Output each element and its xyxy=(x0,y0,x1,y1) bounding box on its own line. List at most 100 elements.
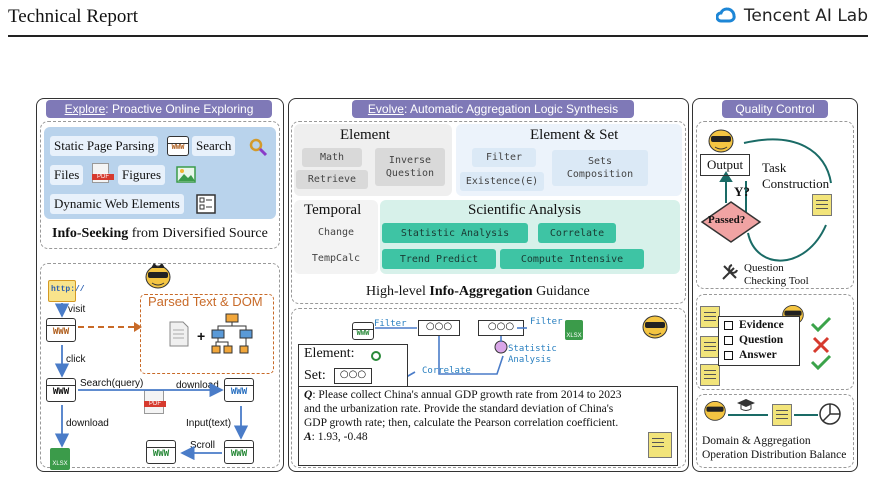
www-node-2: WWW xyxy=(46,378,76,402)
source-search: Search xyxy=(192,136,236,156)
explore-flow-region xyxy=(40,263,280,468)
report-title: Technical Report xyxy=(8,6,139,27)
temporal-heading: Temporal xyxy=(304,202,362,218)
agent-mascot-icon xyxy=(145,263,171,289)
example-arrows xyxy=(375,327,527,381)
example-filter-1: Filter xyxy=(374,319,407,329)
op-math: Math xyxy=(302,148,362,167)
a-label: A xyxy=(304,431,312,443)
document-icon xyxy=(169,321,189,347)
quality-balance-region xyxy=(696,394,854,468)
quality-title: Quality Control xyxy=(722,100,828,118)
example-xlsx-icon: XLSX xyxy=(565,320,583,340)
tencent-logo-icon xyxy=(715,7,736,23)
element-heading: Element xyxy=(340,127,390,143)
balance-mascot-icon xyxy=(704,401,726,421)
checklist-items: Evidence Question Answer xyxy=(724,318,784,363)
op-compute-intensive: Compute Intensive xyxy=(500,249,644,269)
op-existence: Existence(∈) xyxy=(460,172,544,191)
aggregation-bold: Info-Aggregation xyxy=(429,284,533,299)
legend-set-icon: ○○○ xyxy=(334,368,372,384)
legend-set-label: Set: xyxy=(304,368,326,383)
example-www-icon: WWW xyxy=(352,322,374,340)
www-node-1: WWW xyxy=(46,318,76,342)
op-sets-composition: Sets Composition xyxy=(552,150,648,186)
info-seeking-rest: from Diversified Source xyxy=(128,226,268,241)
pie-chart-icon xyxy=(819,403,841,425)
question-checking-label: Question Checking Tool xyxy=(744,262,809,287)
dom-tree-icon xyxy=(211,313,253,354)
quality-loop-region xyxy=(696,121,854,289)
legend-element-label: Element: xyxy=(304,346,355,361)
check-result-icons xyxy=(810,316,832,370)
form-elements-icon xyxy=(196,194,216,214)
explore-sources-region xyxy=(40,121,280,249)
aggregation-suffix: Guidance xyxy=(532,284,590,299)
example-correlate-label: Correlate xyxy=(422,366,471,376)
visit-label: visit xyxy=(68,304,86,315)
temporal-group xyxy=(294,200,378,274)
download-label-1: download xyxy=(176,380,219,391)
quality-checks-region xyxy=(696,294,854,390)
tools-icon xyxy=(722,264,738,280)
explore-title-rest: : Proactive Online Exploring xyxy=(105,102,254,116)
parsed-text-label: Parsed Text & DOM xyxy=(148,294,263,309)
op-change: Change xyxy=(317,227,355,238)
www-node-4: WWW xyxy=(146,440,176,464)
op-retrieve: Retrieve xyxy=(296,170,368,189)
example-set-1: ○○○ xyxy=(418,320,460,336)
explore-flow-arrows xyxy=(54,303,249,461)
source-files: Files xyxy=(50,165,84,185)
input-text-label: Input(text) xyxy=(186,418,232,429)
www-node-5: WWW xyxy=(224,440,254,464)
op-inverse-question: Inverse Question xyxy=(375,148,445,186)
check-note-3-icon xyxy=(700,364,720,386)
q-label: Q xyxy=(304,389,313,401)
source-dynamic: Dynamic Web Elements xyxy=(50,194,184,214)
evolve-title-keyword: Evolve xyxy=(367,102,404,116)
info-aggregation-caption: High-level Info-Aggregation Guidance xyxy=(366,284,590,300)
info-seeking-bold: Info-Seeking xyxy=(52,226,129,241)
qa-text: Q: Please collect China's annual GDP gro… xyxy=(304,388,638,444)
balance-label: Domain & Aggregation Operation Distribut… xyxy=(702,435,847,461)
passed-diamond xyxy=(700,201,762,243)
plus-sign: + xyxy=(197,328,206,344)
balance-sticky-note-icon xyxy=(772,404,792,426)
search-query-label: Search(query) xyxy=(80,378,144,389)
http-address-bar: http:// xyxy=(48,280,85,302)
op-trend-predict: Trend Predict xyxy=(382,249,496,269)
web-page-icon: WWW xyxy=(167,136,189,156)
answer-text: : 1.93, -0.48 xyxy=(311,431,368,443)
quality-sticky-note-icon xyxy=(812,194,832,216)
source-figures: Figures xyxy=(118,165,165,185)
output-box: Output xyxy=(700,154,750,176)
evolve-logic-region xyxy=(291,121,686,304)
evolve-example-region xyxy=(291,308,686,468)
scientific-heading: Scientific Analysis xyxy=(468,202,581,218)
element-set-heading: Element & Set xyxy=(530,127,619,143)
click-label: click xyxy=(66,354,86,365)
passed-label: Passed? xyxy=(708,214,746,226)
parse-dashed-arrow xyxy=(78,322,142,332)
scroll-label: Scroll xyxy=(190,440,216,451)
op-tempcalc: TempCalc xyxy=(311,253,361,264)
pdf-file-icon xyxy=(92,163,114,183)
evolve-title-rest: : Automatic Aggregation Logic Synthesis xyxy=(403,102,619,116)
magnifier-icon xyxy=(249,138,268,157)
legend-box xyxy=(298,344,408,388)
example-filter-2: Filter xyxy=(530,317,563,327)
balance-arrows xyxy=(728,414,818,416)
header-rule xyxy=(8,35,868,37)
op-correlate: Correlate xyxy=(538,223,616,243)
example-mascot-icon xyxy=(642,315,668,339)
xlsx-file-icon: XLSX xyxy=(50,448,70,470)
op-statistic-analysis: Statistic Analysis xyxy=(382,223,528,243)
image-icon xyxy=(176,166,196,183)
explore-title-keyword: Explore xyxy=(64,102,106,116)
source-static-page: Static Page Parsing xyxy=(50,136,159,156)
www-node-3: WWW xyxy=(224,378,254,402)
http-text: http:// xyxy=(51,285,85,294)
check-answer: Answer xyxy=(724,348,784,363)
y-question-label: Y? xyxy=(734,184,750,199)
download-label-2: download xyxy=(66,418,109,429)
